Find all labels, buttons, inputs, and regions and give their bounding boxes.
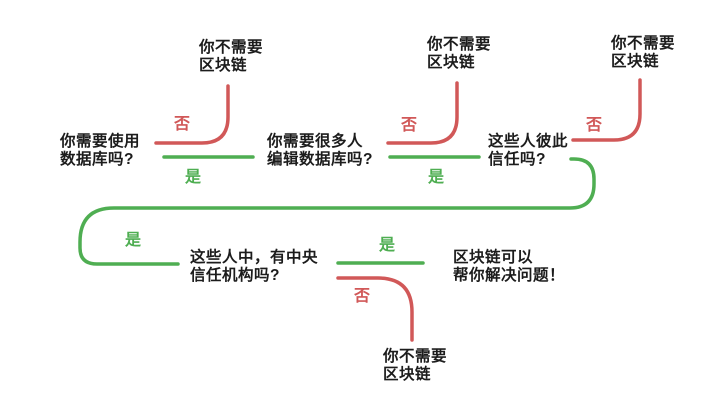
edge-no-branch-2 [386,81,459,145]
edge-no-branch-4 [336,276,414,342]
outcome-no-blockchain-4: 你不需要 区块链 [383,348,448,383]
edge-label-yes-4: 是 [378,237,396,254]
edge-label-no-2: 否 [400,117,418,134]
question-many-editors: 你需要很多人 编辑数据库吗? [267,133,373,168]
question-mutual-trust: 这些人彼此 信任吗? [488,133,569,168]
question-need-database: 你需要使用 数据库吗? [60,133,141,168]
outcome-no-blockchain-3: 你不需要 区块链 [611,35,676,70]
outcome-no-blockchain-1: 你不需要 区块链 [199,39,264,74]
edge-label-no-4: 否 [353,288,371,305]
outcome-blockchain-helps: 区块链可以 帮你解决问题！ [453,249,566,284]
edge-label-yes-3: 是 [124,232,142,249]
edge-yes-branch-3-loop [78,157,596,266]
edge-no-branch-3 [571,78,642,142]
edge-label-yes-2: 是 [427,169,445,186]
edge-label-no-1: 否 [173,116,191,133]
outcome-no-blockchain-2: 你不需要 区块链 [427,36,492,71]
edge-label-no-3: 否 [585,117,603,134]
question-central-authority: 这些人中，有中央 信任机构吗? [190,249,319,284]
edge-no-branch-1 [154,84,230,145]
edge-label-yes-1: 是 [184,169,202,186]
